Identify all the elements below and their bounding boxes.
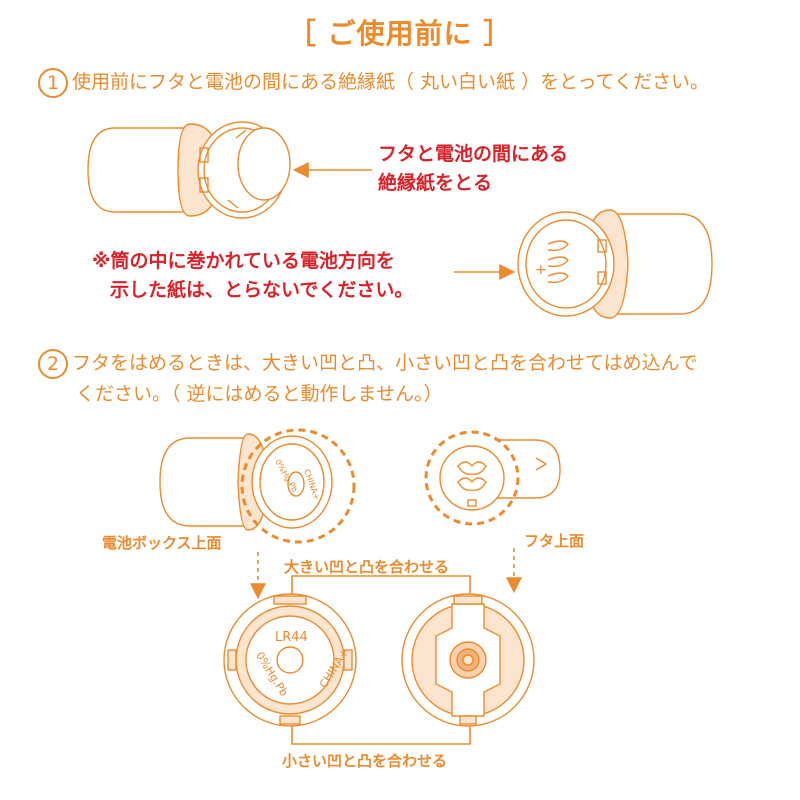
insulation-paper-icon (237, 127, 291, 201)
match-small-label: 小さい凹と凸を合わせる (282, 752, 448, 770)
match-large-label: 大きい凹と凸を合わせる (284, 558, 450, 576)
step-1-text: 使用前にフタと電池の間にある絶縁紙（ 丸い白い紙 ）をとってください。 (72, 71, 709, 93)
cap-device-illustration (424, 430, 561, 526)
battery-box-top-face: LR44 0%Hg.Pb CHINA+ (223, 593, 357, 727)
step-2-number: 2 (38, 348, 68, 379)
insulation-callout: フタと電池の間にある 絶縁紙をとる (378, 140, 568, 198)
large-match-bracket (291, 575, 471, 598)
step-2-text-line2: ください。（ 逆にはめると動作しません。） (76, 382, 443, 405)
direction-paper-note: ※筒の中に巻かれている電池方向を 示した紙は、とらないでください。 (92, 247, 413, 305)
coin-text-top: LR44 (275, 630, 308, 645)
svg-text:+: + (535, 262, 547, 278)
direction-paper-note-line2: 示した紙は、とらないでください。 (110, 279, 414, 301)
small-match-bracket (291, 724, 471, 745)
cap-top-label: フタ上面 (524, 532, 585, 550)
device-open-illustration (87, 121, 291, 219)
page-title: ［ ご使用前に ］ (287, 17, 513, 50)
insulation-callout-line2: 絶縁紙をとる (378, 172, 493, 194)
insulation-callout-line1: フタと電池の間にある (378, 143, 569, 165)
device-inside-illustration: + (517, 209, 713, 319)
battery-box-top-label: 電池ボックス上面 (102, 534, 222, 552)
cap-top-face (401, 593, 535, 727)
direction-paper-note-line1: ※筒の中に巻かれている電池方向を (92, 250, 395, 272)
step-1-number: 1 (38, 67, 68, 98)
battery-box-device-illustration: 0%Hg,Pb CHINA+ (159, 428, 356, 544)
step-2-text-line1: フタをはめるときは、大きい凹と凸、小さい凹と凸を合わせてはめ込んで (72, 352, 698, 374)
